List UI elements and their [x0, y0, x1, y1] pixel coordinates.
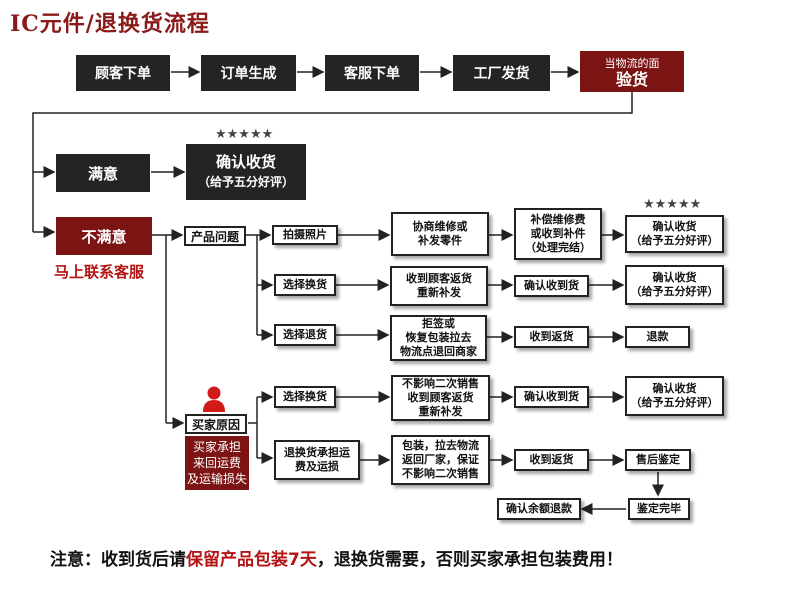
satisfied-confirm-line2: （给予五分好评）	[197, 175, 294, 189]
footer-highlight: 保留产品包装7天	[186, 550, 317, 570]
footer-note: 注意：收到货后请保留产品包装7天，退换货需要，否则买家承担包装费用！	[50, 545, 623, 570]
product-exchange-box: 选择换货	[274, 274, 336, 296]
buyer-exchange-step-box: 不影响二次销售 收到顾客返货 重新补发	[391, 375, 490, 421]
buyer-return-step-box: 包装，拉去物流 返回厂家，保证 不影响二次销售	[391, 435, 490, 485]
footer-suffix: ，退换货需要，否则买家承担包装费用！	[316, 550, 623, 570]
negotiate-box: 协商维修或 补发零件	[391, 212, 489, 256]
product-exchange-confirm-box: 确认收到货	[514, 275, 589, 297]
refund-box: 退款	[625, 326, 690, 348]
buyer-exchange-final-box: 确认收货 （给予五分好评）	[625, 376, 724, 416]
product-exchange-final-box: 确认收货 （给予五分好评）	[625, 265, 724, 305]
step-order-created: 订单生成	[201, 55, 296, 91]
page-title: IC元件/退换货流程	[10, 11, 210, 37]
balance-refund-box: 确认余额退款	[497, 498, 581, 520]
take-photo-box: 拍摄照片	[272, 225, 338, 245]
buyer-return-box: 退换货承担运 费及运损	[274, 440, 360, 480]
step-inspect: 当物流的面 验货	[580, 51, 684, 92]
product-return-box: 选择退货	[274, 324, 336, 346]
inspect-label: 验货	[615, 69, 648, 89]
step-service-order: 客服下单	[325, 55, 419, 91]
compensate-box: 补偿维修费 或收到补件 （处理完结）	[514, 208, 602, 260]
buyer-exchange-box: 选择换货	[274, 386, 336, 408]
product-return-received-box: 收到返货	[514, 326, 589, 348]
step-factory-ship: 工厂发货	[453, 55, 550, 91]
product-exchange-step-box: 收到顾客返货 重新补发	[390, 266, 488, 306]
product-confirm-box: 确认收货 （给予五分好评）	[625, 215, 724, 253]
buyer-return-received-box: 收到返货	[514, 449, 589, 471]
satisfied-stars-icon: ★★★★★	[215, 127, 274, 142]
buyer-reason-label: 买家原因	[185, 414, 247, 434]
satisfied-box: 满意	[56, 154, 150, 192]
buyer-cost-note: 买家承担 来回运费 及运输损失	[185, 436, 249, 490]
appraisal-done-box: 鉴定完毕	[628, 498, 690, 520]
unsatisfied-box: 不满意	[56, 217, 152, 255]
product-stars-icon: ★★★★★	[643, 197, 702, 212]
contact-service-text: 马上联系客服	[54, 263, 145, 281]
satisfied-confirm-line1: 确认收货	[215, 153, 276, 171]
footer-prefix: 注意：收到货后请	[50, 550, 186, 570]
product-return-step-box: 拒签或 恢复包装拉去 物流点退回商家	[390, 315, 487, 361]
buyer-exchange-confirm-box: 确认收到货	[514, 386, 589, 408]
satisfied-confirm-box: 确认收货 （给予五分好评）	[186, 144, 306, 200]
after-sales-appraisal-box: 售后鉴定	[625, 449, 691, 471]
product-issue-label: 产品问题	[184, 226, 246, 246]
inspect-caption: 当物流的面	[604, 56, 660, 70]
buyer-person-icon	[203, 386, 225, 412]
step-customer-order: 顾客下单	[76, 55, 170, 91]
